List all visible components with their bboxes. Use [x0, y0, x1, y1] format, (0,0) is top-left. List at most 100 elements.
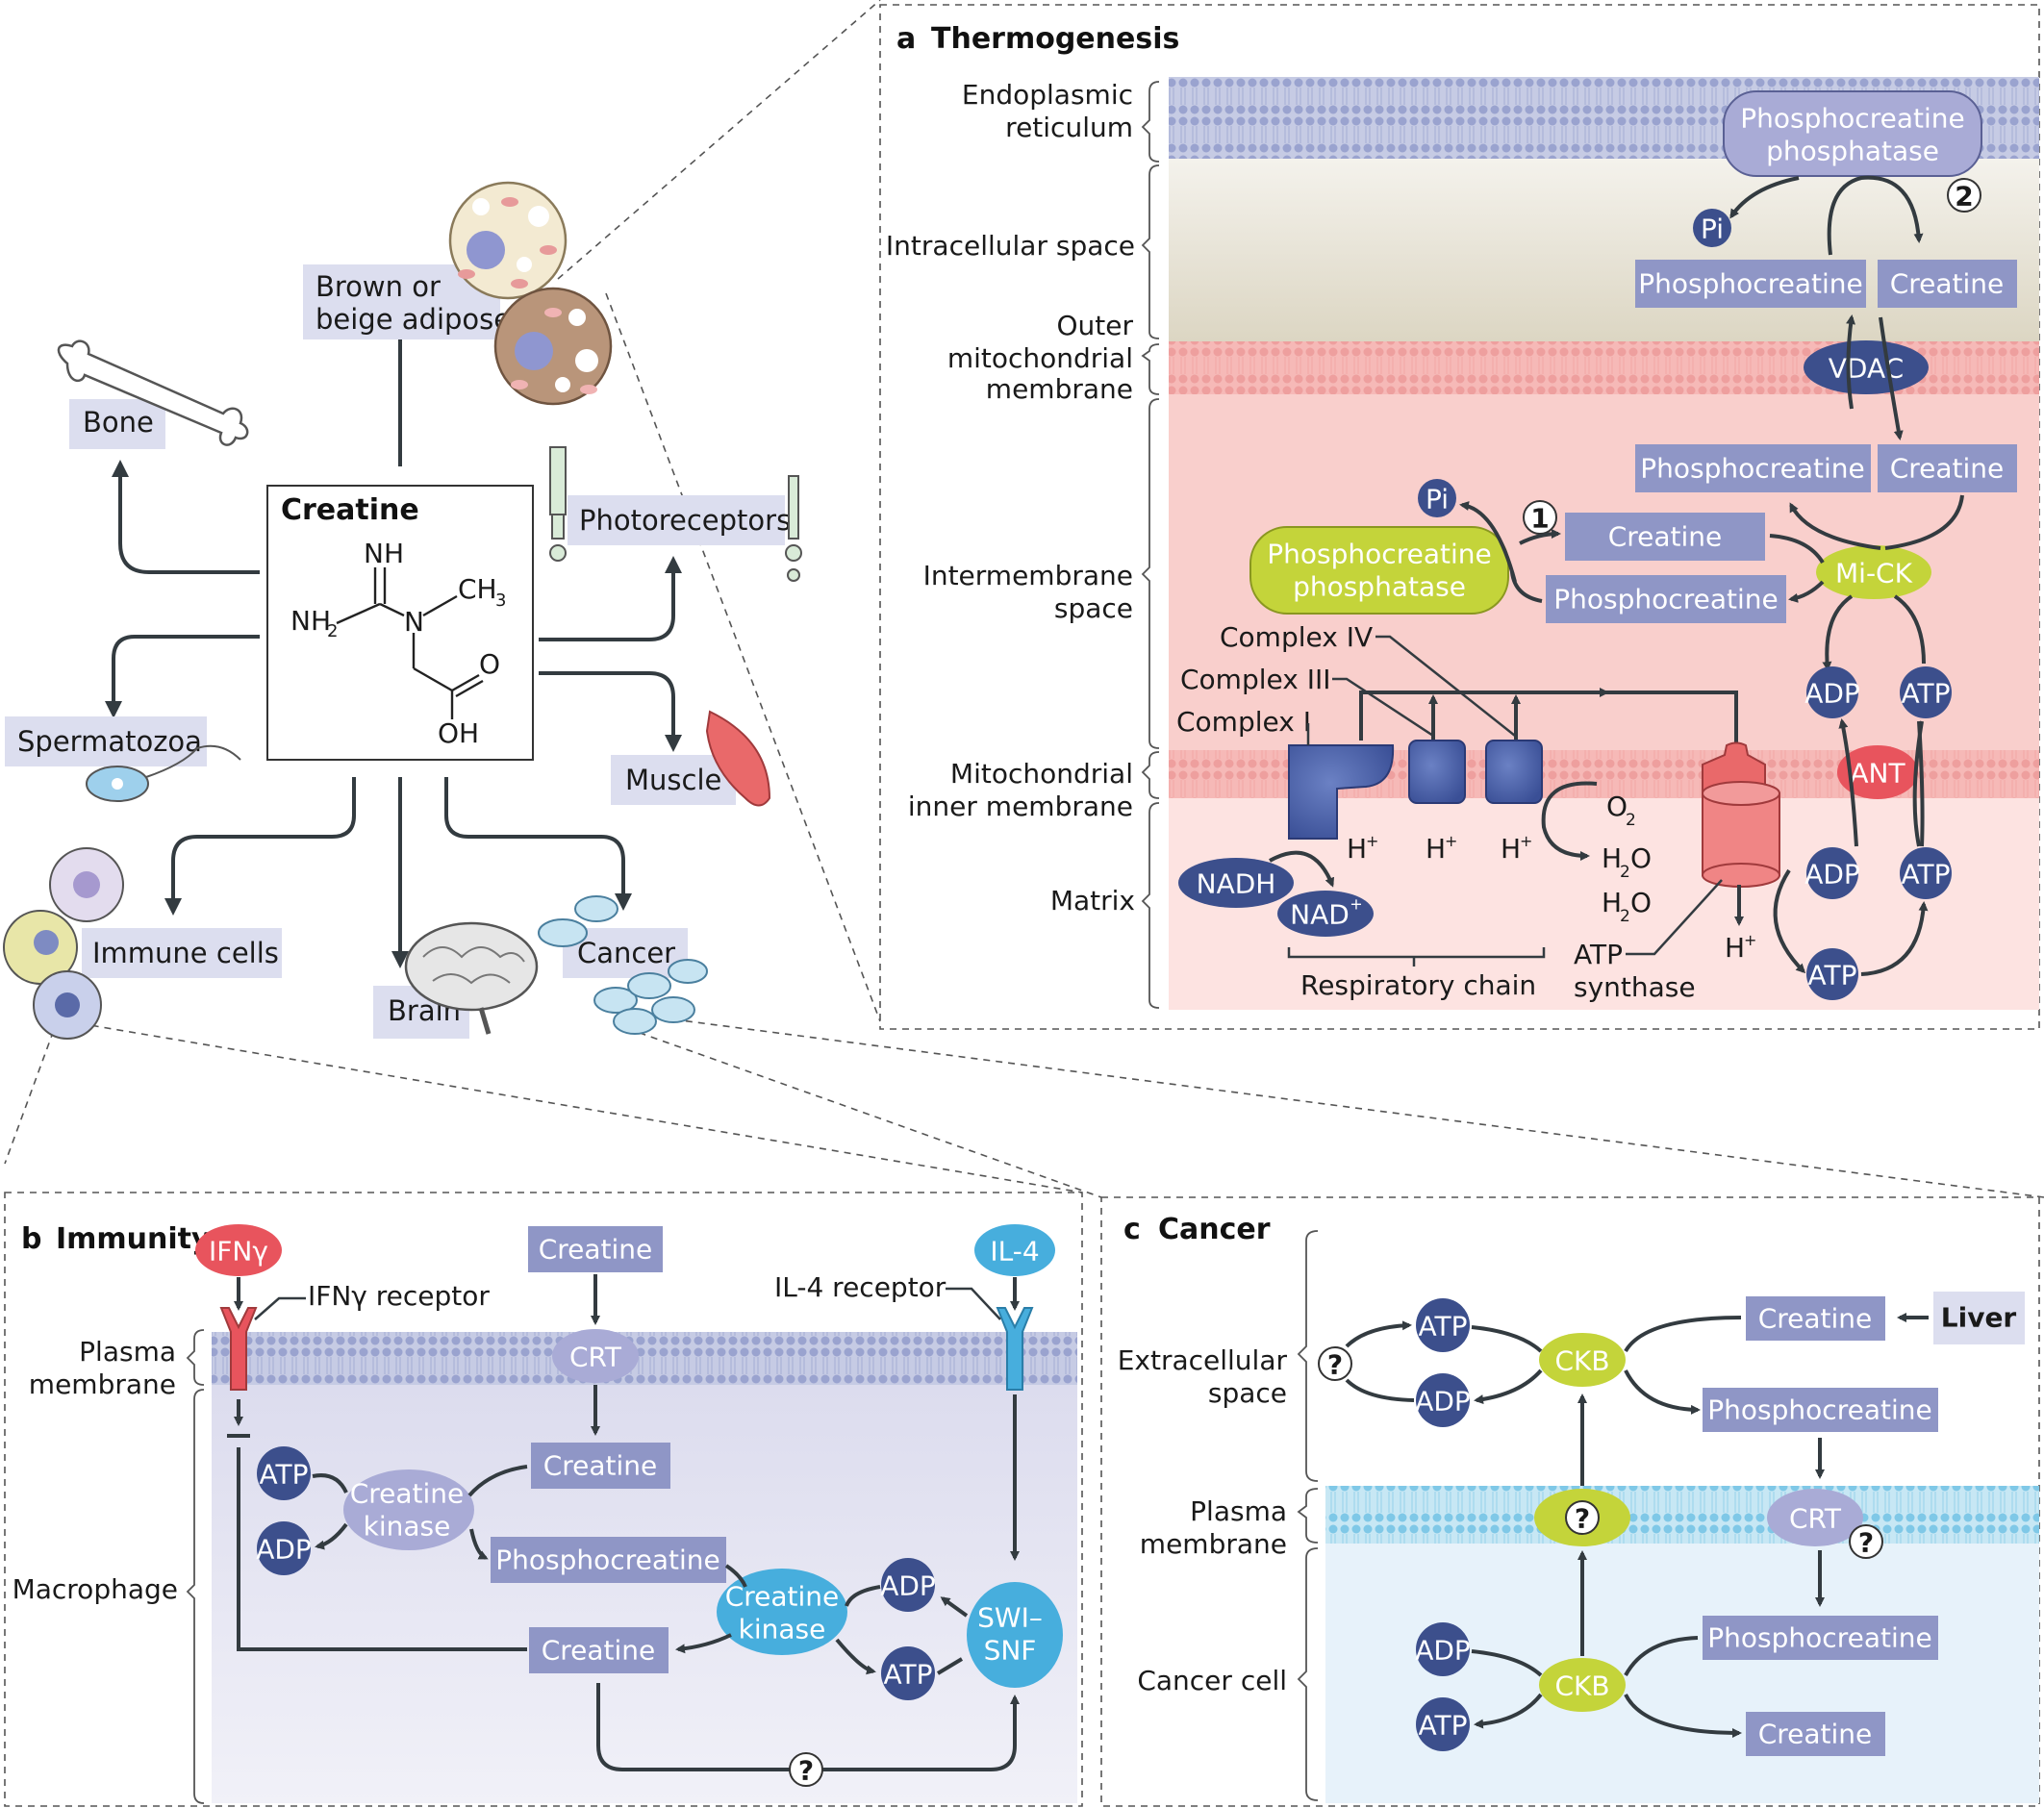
question-b	[789, 1752, 823, 1787]
il4-receptor	[996, 1307, 1034, 1391]
complex-i	[1288, 744, 1395, 840]
cr-ims-mid-label: Creatine	[1608, 521, 1723, 553]
brain-illustration	[404, 921, 539, 1035]
atp-ims-label: ATP	[1902, 678, 1951, 710]
tissue-box-muscle	[611, 755, 736, 805]
crt-c-label: CRT	[1789, 1503, 1842, 1535]
phosphocreatine-ext-c	[1703, 1388, 1938, 1432]
ifng-oval	[195, 1224, 282, 1276]
atp-c-ext	[1416, 1298, 1470, 1352]
mol-ch3: CH	[458, 573, 497, 605]
phosphocreatine-int-c	[1703, 1616, 1938, 1660]
intracellular-space-bg	[1169, 159, 2039, 341]
pi-ims	[1418, 479, 1456, 517]
pi-top	[1693, 209, 1731, 247]
il4-label: IL-4	[990, 1236, 1039, 1268]
compartment-imm-1: Mitochondrial	[950, 758, 1133, 790]
il4-oval	[974, 1224, 1055, 1276]
creatine-product-b-label: Creatine	[542, 1635, 656, 1667]
nad-oval	[1277, 891, 1374, 937]
adp-c-int	[1416, 1622, 1470, 1676]
question-c-ext-label: ?	[1327, 1349, 1343, 1381]
panel-a-braces	[1141, 81, 1160, 1009]
adp-ims	[1806, 666, 1858, 718]
panel-b-letter: b	[21, 1222, 41, 1256]
mol-nh2-sub: 2	[327, 621, 338, 641]
question-crt-label: ?	[1858, 1527, 1874, 1559]
compartment-intracellular: Intracellular space	[886, 230, 1135, 262]
il4-receptor-label: IL-4 receptor	[774, 1271, 946, 1303]
question-crt	[1849, 1524, 1883, 1559]
atp-b-label: ATP	[260, 1459, 309, 1491]
pcp-er-line1: Phosphocreatine	[1740, 103, 1964, 135]
pcp-ims-line1: Phosphocreatine	[1267, 539, 1491, 570]
atp-c-ext-label: ATP	[1419, 1311, 1468, 1343]
ckb-ext-label: CKB	[1554, 1345, 1609, 1377]
atp-synthase	[1702, 741, 1780, 888]
pcr-intracellular	[1635, 260, 1866, 308]
complex-iii-label: Complex III	[1180, 664, 1331, 695]
tissue-bone: Bone	[83, 406, 154, 439]
h2o-1-h: H	[1602, 842, 1622, 874]
panel-a-thermogenesis: a Thermogenesis Endoplasmic reticulum In…	[879, 4, 2040, 1030]
vdac-label: VDAC	[1829, 353, 1904, 385]
swisnf-oval	[967, 1582, 1063, 1688]
macrophage-label: Macrophage	[13, 1573, 178, 1605]
immune-cells-illustration	[3, 847, 124, 1040]
creatine-structure-box	[266, 485, 534, 761]
creatine-int-c	[1746, 1712, 1885, 1756]
tissue-box-photoreceptors	[568, 495, 785, 545]
atp-c-int-label: ATP	[1419, 1710, 1468, 1742]
respiratory-chain-label: Respiratory chain	[1300, 969, 1536, 1001]
creatine-kinase-2-line2: kinase	[739, 1614, 826, 1645]
cancer-cells-illustration	[538, 895, 708, 1035]
question-transporter	[1565, 1500, 1600, 1535]
cancer-cell-label: Cancer cell	[1137, 1665, 1287, 1696]
ckb-ext-oval	[1539, 1333, 1626, 1387]
o2-sub: 2	[1626, 811, 1636, 830]
adp-b2	[881, 1558, 935, 1612]
crt-c-oval	[1767, 1489, 1863, 1546]
tissue-box-bone	[69, 399, 165, 449]
mol-n: N	[404, 606, 424, 638]
complex-iv-label: Complex IV	[1220, 621, 1373, 653]
mol-nh2: NH	[290, 605, 331, 637]
creatine-kinase-2-line1: Creatine	[725, 1581, 840, 1613]
mol-oh: OH	[438, 717, 479, 749]
tissue-box-spermatozoa	[5, 716, 207, 766]
h2o-2-o: O	[1630, 887, 1652, 918]
tissue-box-immune	[82, 928, 282, 978]
adp-c-ext	[1416, 1373, 1470, 1427]
question-b-label: ?	[798, 1755, 814, 1787]
compartment-omm-2: mitochondrial	[947, 342, 1133, 374]
creatine-extracellular-b-label: Creatine	[539, 1234, 653, 1266]
compartment-ims-2: space	[1054, 592, 1133, 624]
complex-i-label: Complex I	[1176, 706, 1311, 738]
atp-matrix	[1900, 847, 1952, 899]
adipocyte-illustration	[448, 181, 613, 406]
atp-matrix-label: ATP	[1902, 859, 1951, 891]
overview: Creatine NH NH 2 N CH 3 O OH	[3, 181, 802, 1040]
pcr-intracellular-label: Phosphocreatine	[1638, 268, 1862, 300]
macrophage-plasma-membrane	[212, 1332, 1077, 1385]
compartment-er-1: Endoplasmic	[962, 79, 1133, 111]
nadh-oval	[1178, 858, 1294, 908]
ifng-label: IFNγ	[209, 1236, 268, 1268]
complex-iv	[1485, 740, 1543, 804]
compartment-imm-2: inner membrane	[908, 791, 1133, 822]
pcp-ims-oval	[1249, 526, 1509, 615]
pi-top-label: Pi	[1701, 213, 1724, 245]
mol-o: O	[479, 648, 500, 680]
panel-c-cancer: c Cancer Extracellular space Plasma memb…	[1100, 1196, 2040, 1807]
bone-illustration	[57, 339, 249, 446]
adp-matrix-label: ADP	[1804, 859, 1860, 891]
creatine-intracellular-b-label: Creatine	[543, 1450, 658, 1482]
creatine-kinase-1-line2: kinase	[364, 1511, 451, 1543]
h2o-2-h: H	[1602, 887, 1622, 918]
pm-b-line1: Plasma	[79, 1336, 176, 1368]
atp-ims	[1900, 666, 1952, 718]
compartment-omm-3: membrane	[986, 373, 1133, 405]
nadh-label: NADH	[1197, 868, 1276, 900]
panel-c-title: Cancer	[1158, 1213, 1271, 1246]
